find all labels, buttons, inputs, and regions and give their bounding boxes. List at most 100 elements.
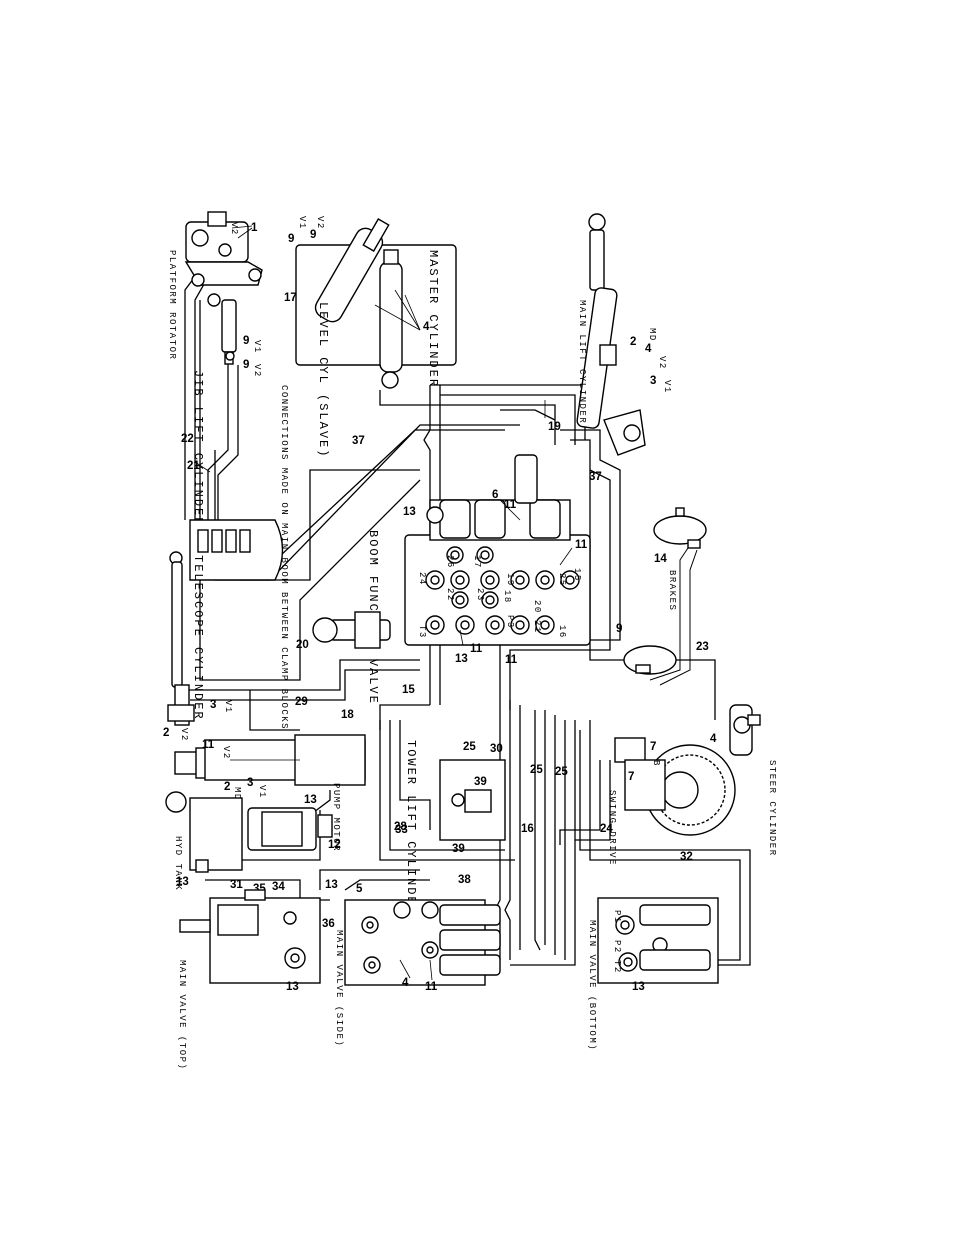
port-number: 15	[572, 568, 582, 582]
port-label: V1	[252, 340, 262, 354]
callout-13: 13	[176, 876, 189, 888]
callout-19: 19	[548, 421, 561, 433]
port-number: 20	[532, 600, 542, 614]
master-cylinder-label: MASTER CYLINDER	[426, 250, 440, 388]
port-label: P1	[612, 910, 622, 924]
boom-function-valve: 24 T3 22 26 23 17 18 19 20 21 25 15 16 P…	[366, 454, 591, 705]
port-number: 23	[475, 588, 485, 602]
steer-cylinder: 4 STEER CYLINDER	[710, 704, 777, 857]
callout-39: 39	[452, 843, 465, 855]
main-valve-top-label: MAIN VALVE (TOP)	[177, 960, 187, 1070]
telescope-cylinder-label: TELESCOPE CYLINDER	[191, 555, 205, 721]
level-and-master-cylinders: 9 9 V1 V2 17 4 LEVEL CYL (SLAVE) MASTER …	[284, 216, 457, 458]
callout-11: 11	[505, 654, 518, 666]
port-label: P2	[612, 940, 622, 954]
port-number: 18	[502, 590, 512, 604]
port-number: 25	[557, 573, 567, 587]
callout-2: 2	[224, 781, 230, 793]
callout-25: 25	[530, 764, 543, 776]
hyd-tank: HYD TANK 13 31 35 34	[165, 791, 285, 895]
callout-30: 30	[490, 743, 503, 755]
callout-33: 33	[395, 824, 408, 836]
callout-15: 15	[402, 684, 415, 696]
hyd-tank-label: HYD TANK	[173, 836, 183, 891]
callout-25: 25	[555, 766, 568, 778]
port-number: 22	[445, 588, 455, 602]
brakes: 14 9 23 BRAKES	[616, 507, 709, 675]
swing-drive: 7 7 B SWING DRIVE 25 25 24	[530, 737, 736, 866]
port-label: V1	[662, 380, 672, 394]
callout-4: 4	[423, 321, 430, 333]
callout-37: 37	[589, 471, 602, 483]
callout-31: 31	[230, 879, 243, 891]
callout-11: 11	[575, 539, 588, 551]
callout-20: 20	[296, 639, 309, 651]
main-valve-bottom-label: MAIN VALVE (BOTTOM)	[587, 920, 597, 1051]
callout-17: 17	[284, 292, 297, 304]
port-number: 24	[417, 572, 427, 586]
callout-2: 2	[163, 727, 169, 739]
callout-9: 9	[310, 229, 316, 241]
connections-note: CONNECTIONS MADE ON MAIN BOOM BETWEEN CL…	[279, 385, 289, 730]
callout-13: 13	[286, 981, 299, 993]
port-label: V2	[315, 216, 325, 230]
callout-9: 9	[243, 335, 249, 347]
platform-rotator: 1 V2 PLATFORM ROTATOR	[167, 211, 263, 360]
callout-11: 11	[470, 643, 483, 655]
callout-9: 9	[616, 623, 622, 635]
main-lift-cylinder-label: MAIN LIFT CYLINDER	[577, 300, 587, 424]
port-label: V2	[657, 356, 667, 370]
port-label: T3	[417, 625, 427, 639]
callout-9: 9	[288, 233, 294, 245]
steer-cylinder-label: STEER CYLINDER	[767, 760, 777, 857]
callout-21: 21	[187, 460, 200, 472]
main-lift-cylinder: 2 4 3 MD V2 V1 MAIN LIFT CYLINDER 19 37	[544, 213, 672, 483]
callout-29: 29	[295, 696, 308, 708]
port-label: MD	[647, 328, 657, 342]
pump-motor: PUMP MOTOR 12	[247, 783, 341, 852]
callout-3: 3	[247, 777, 253, 789]
brakes-label: BRAKES	[667, 570, 677, 611]
callout-38: 38	[458, 874, 471, 886]
callout-2: 2	[630, 336, 636, 348]
port-label: V1	[257, 785, 267, 799]
callout-28: 28	[394, 821, 407, 833]
level-cyl-slave-label: LEVEL CYL (SLAVE)	[316, 302, 330, 458]
callout-16: 16	[521, 823, 534, 835]
swing-drive-label: SWING DRIVE	[607, 790, 617, 866]
callout-18: 18	[341, 709, 354, 721]
callout-4: 4	[645, 343, 652, 355]
port-number: 21	[532, 620, 542, 634]
main-valve-side: MAIN VALVE (SIDE) 13 5 36 4 11 33	[322, 824, 501, 1047]
callout-9: 9	[243, 359, 249, 371]
tower-lift-cylinder-label: TOWER LIFT CYLINDER	[404, 740, 418, 915]
jib-lift-cylinder-label: JIB LIFT CYLINDER	[191, 370, 205, 526]
callout-14: 14	[654, 553, 667, 565]
port-label: V2	[179, 728, 189, 742]
tower-lift-cylinder: TOWER LIFT CYLINDER 11 2 3 V2 MD V1 13 2…	[174, 734, 503, 915]
callout-1: 1	[251, 222, 258, 234]
callout-7: 7	[650, 741, 656, 753]
jib-lift-cylinder: 9 9 V1 V2 JIB LIFT CYLINDER 22 21	[181, 293, 262, 526]
callout-4: 4	[710, 733, 717, 745]
telescope-cylinder: TELESCOPE CYLINDER 3 V1 2 V2 29 20 18 15	[163, 551, 415, 742]
main-valve-top: MAIN VALVE (TOP) 13	[177, 889, 321, 1070]
callout-37: 37	[352, 435, 365, 447]
callout-7: 7	[628, 771, 634, 783]
platform-rotator-label: PLATFORM ROTATOR	[167, 250, 177, 360]
port-label: V1	[297, 216, 307, 230]
valve-actuator	[312, 611, 391, 649]
main-valve-side-label: MAIN VALVE (SIDE)	[334, 930, 344, 1047]
port-label: MD	[232, 787, 242, 801]
port-label: V2	[229, 222, 239, 236]
callout-13: 13	[455, 653, 468, 665]
callout-22: 22	[181, 433, 194, 445]
manifold-block: 39 39 38 16	[439, 759, 534, 886]
callout-11: 11	[202, 739, 215, 751]
callout-25: 25	[463, 741, 476, 753]
callout-6: 6	[492, 489, 498, 501]
callout-3: 3	[210, 699, 216, 711]
callout-32: 32	[680, 851, 693, 863]
callout-11: 11	[504, 499, 517, 511]
